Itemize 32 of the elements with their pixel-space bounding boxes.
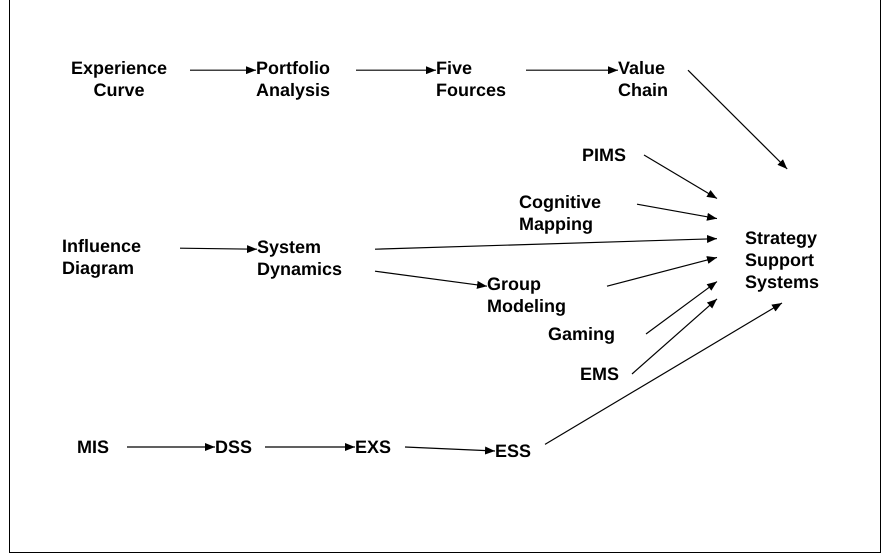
node-label: Influence Diagram xyxy=(62,235,142,279)
node-label: Portfolio Analysis xyxy=(256,57,332,101)
arrow xyxy=(374,270,488,289)
arrow xyxy=(265,443,355,451)
node-label: Value Chain xyxy=(618,57,670,101)
node-label: System Dynamics xyxy=(257,236,344,280)
node-label: ESS xyxy=(495,440,532,462)
arrow xyxy=(374,235,718,250)
arrow xyxy=(646,281,718,334)
node-label: Group Modeling xyxy=(487,273,567,317)
arrow xyxy=(632,298,718,374)
arrow xyxy=(644,154,718,199)
node-label: Five Fources xyxy=(436,57,508,101)
node-label: Strategy Support Systems xyxy=(745,227,820,293)
node-label: EMS xyxy=(580,363,620,385)
arrow xyxy=(636,204,718,221)
arrow xyxy=(180,245,257,254)
arrow xyxy=(404,446,496,455)
arrow xyxy=(526,66,618,74)
arrow xyxy=(544,302,782,445)
node-label: Experience Curve xyxy=(70,57,168,101)
arrow xyxy=(356,66,436,74)
node-label: EXS xyxy=(355,436,392,458)
node-label: Cognitive Mapping xyxy=(519,191,602,235)
node-label: PIMS xyxy=(582,144,628,166)
arrow xyxy=(190,66,256,74)
arrow xyxy=(688,70,788,170)
arrow xyxy=(606,256,718,287)
node-label: MIS xyxy=(77,436,110,458)
node-label: Gaming xyxy=(548,323,616,345)
node-label: DSS xyxy=(215,436,254,458)
arrow xyxy=(127,443,215,451)
